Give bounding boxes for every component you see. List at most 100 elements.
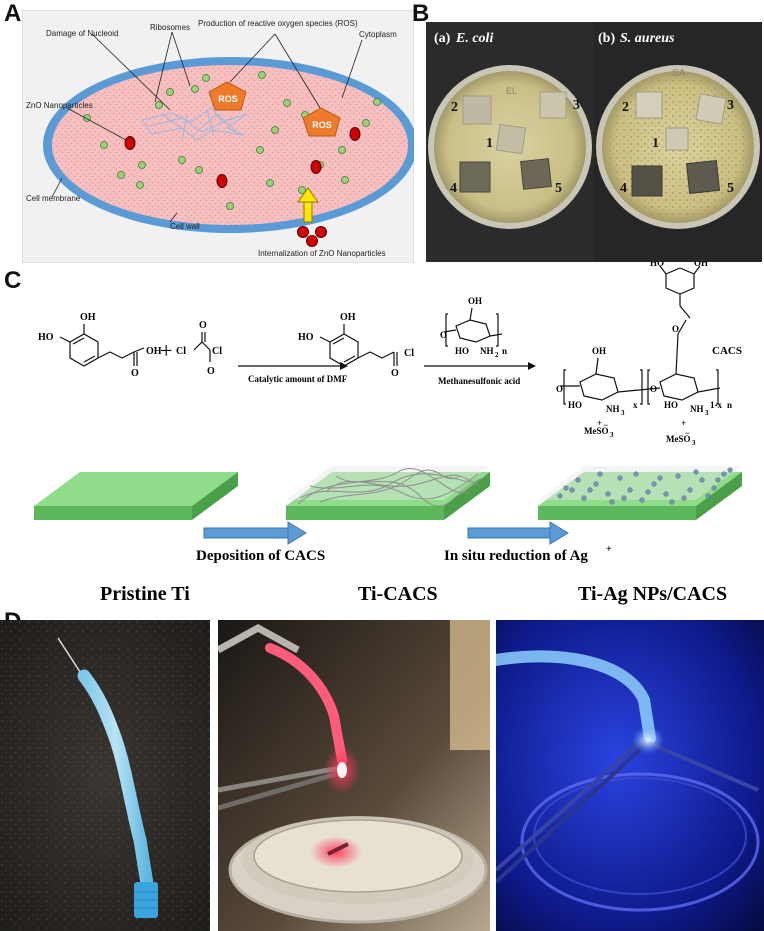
- plate-b-prefix: (b): [598, 31, 615, 46]
- nucleoid: [141, 107, 248, 141]
- chem-ho-4: HO: [650, 262, 664, 268]
- chem-x: x: [633, 400, 638, 410]
- plate-a-number-5: 5: [555, 181, 562, 196]
- stage3-label: Ti-Ag NPs/CACS: [578, 583, 727, 605]
- zno-nanoparticles: [124, 127, 361, 247]
- plate-a-number-2: 2: [451, 100, 458, 115]
- chem-o-4: O: [391, 368, 399, 379]
- plus-charge-1: +: [597, 418, 602, 428]
- cacs-label: CACS: [712, 345, 742, 357]
- chem-o-7: O: [650, 384, 657, 394]
- photo-blue-light: [496, 620, 764, 931]
- plate-b-marker: SA: [672, 68, 686, 79]
- cacs-fibers: [297, 468, 485, 507]
- panel-c-letter: C: [4, 267, 22, 294]
- reaction-arrow-1-head: [340, 362, 348, 370]
- chem-ho-1: HO: [38, 332, 54, 343]
- arrow1-label: Deposition of CACS: [196, 548, 325, 564]
- photo-device: [0, 620, 210, 931]
- chem-cl-2: Cl: [212, 346, 222, 357]
- ag-nanoparticles: [557, 467, 733, 505]
- plate-a-name: E. coli: [455, 31, 493, 46]
- chem-ho-3: HO: [455, 346, 469, 356]
- plate-a-number-4: 4: [450, 181, 457, 196]
- panel-a-letter: A: [4, 0, 22, 27]
- chem-nh2: NH: [480, 346, 494, 356]
- process-arrow-2: [467, 521, 569, 545]
- arrow2-superscript: +: [606, 544, 612, 555]
- minus-charge-2: −: [685, 428, 690, 438]
- chem-o-2: O: [199, 320, 207, 331]
- plate-s-aureus: [596, 65, 760, 229]
- panel-c-scheme: OH HO O OH + Cl Cl O O Catalytic amount …: [34, 262, 742, 605]
- plate-b-name: S. aureus: [620, 31, 675, 46]
- plate-a-number-3: 3: [573, 98, 580, 113]
- chem-oh-1: OH: [80, 312, 96, 323]
- step1-label: Catalytic amount of DMF: [248, 374, 348, 384]
- plate-e-coli: [428, 65, 592, 229]
- label-ros-production: Production of reactive oxygen species (R…: [198, 19, 358, 28]
- photo-red-light: [218, 620, 490, 931]
- ribosomes: [83, 71, 381, 210]
- minus-charge-1: −: [603, 420, 608, 430]
- chem-ho-2: HO: [298, 332, 314, 343]
- chem-n-2: n: [727, 400, 732, 410]
- ros-label-2: ROS: [312, 120, 332, 130]
- plate-b-number-3: 3: [727, 98, 734, 113]
- chem-n-1: n: [502, 346, 507, 356]
- panel-b-letter: B: [412, 0, 430, 27]
- stage2-label: Ti-CACS: [358, 583, 438, 605]
- chem-meso3-1: MeSO: [584, 426, 609, 436]
- plate-b-number-1: 1: [652, 136, 659, 151]
- chem-cl-1: Cl: [176, 346, 186, 357]
- label-cell-wall: Cell wall: [170, 222, 200, 231]
- chem-oh-4: OH: [694, 262, 708, 268]
- chem-cl-3: Cl: [404, 348, 414, 359]
- chem-o-5: O: [440, 330, 447, 340]
- label-cell-membrane: Cell membrane: [26, 194, 81, 203]
- label-zno: ZnO Nanoparticles: [26, 101, 93, 110]
- chem-nh3-1-subscript: 3: [621, 409, 625, 417]
- leader-lines: [51, 31, 363, 223]
- chem-o-ester: O: [672, 324, 679, 334]
- plate-b-number-4: 4: [620, 181, 627, 196]
- label-internalization: Internalization of ZnO Nanoparticles: [258, 249, 386, 258]
- reaction-arrow-2-head: [528, 362, 536, 370]
- plate-a-marker: EL: [506, 86, 517, 96]
- ros-label-1: ROS: [218, 94, 238, 104]
- plus-charge-2: +: [681, 418, 686, 428]
- chem-ho-5: HO: [568, 400, 582, 410]
- plate-b-number-5: 5: [727, 181, 734, 196]
- chem-oh-acid: OH: [146, 346, 162, 357]
- ti-ag-plate: [538, 466, 742, 520]
- chem-nh3-1: NH: [606, 404, 620, 414]
- label-cytoplasm: Cytoplasm: [359, 30, 397, 39]
- chem-meso3-2-subscript: 3: [692, 439, 696, 447]
- plate-a-prefix: (a): [434, 31, 451, 46]
- ros-shapes: [208, 81, 341, 137]
- chem-o-1: O: [131, 368, 139, 379]
- chem-o-3: O: [207, 366, 215, 377]
- process-arrow-1: [203, 521, 307, 545]
- chem-meso3-1-subscript: 3: [610, 431, 614, 439]
- chem-nh2-subscript: 2: [495, 351, 499, 359]
- stage1-label: Pristine Ti: [100, 583, 190, 605]
- label-ribosomes: Ribosomes: [150, 23, 190, 32]
- chem-oh-3: OH: [468, 296, 482, 306]
- chem-ho-6: HO: [664, 400, 678, 410]
- chem-oh-5: OH: [592, 346, 606, 356]
- pristine-ti-plate: [34, 472, 238, 520]
- chem-o-6: O: [556, 384, 563, 394]
- panel-a-diagram: ROS ROS Damage of Nucleoid Ribosomes Pro…: [22, 10, 414, 263]
- arrow2-label: In situ reduction of Ag: [444, 548, 588, 564]
- chem-meso3-2: MeSO: [666, 434, 691, 444]
- plate-b-number-2: 2: [622, 100, 629, 115]
- chem-nh3-2: NH: [690, 404, 704, 414]
- label-damage-nucleoid: Damage of Nucleoid: [46, 29, 118, 38]
- plate-a-number-1: 1: [486, 136, 493, 151]
- ti-cacs-plate: [286, 466, 490, 520]
- chem-1-x: 1-x: [710, 400, 722, 410]
- chem-nh3-2-subscript: 3: [705, 409, 709, 417]
- plus-sign: +: [160, 338, 172, 363]
- chem-oh-2: OH: [340, 312, 356, 323]
